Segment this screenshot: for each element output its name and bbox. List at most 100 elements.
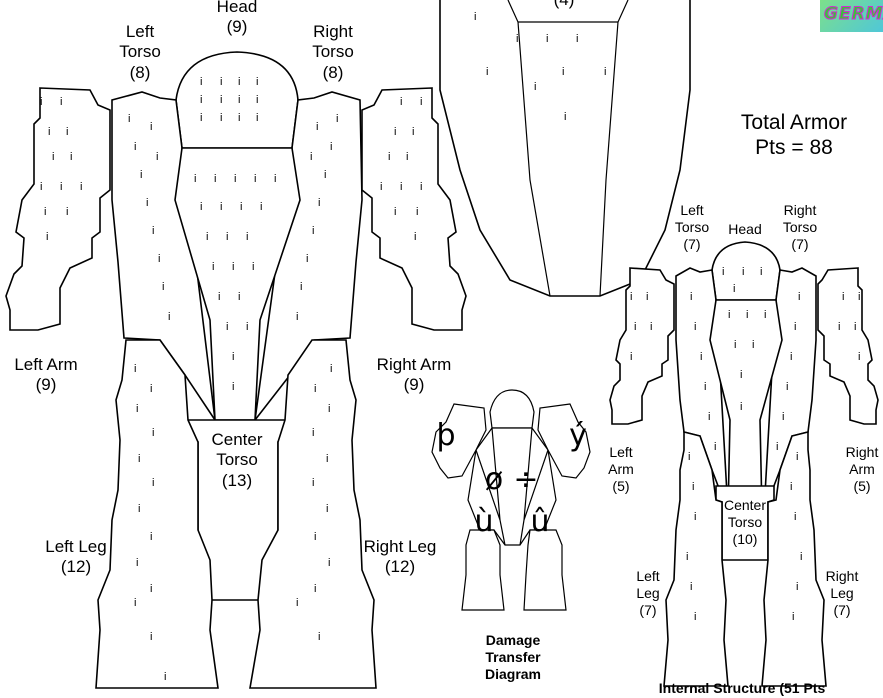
armor-pip[interactable]: i	[690, 581, 692, 593]
armor-pip[interactable]: i	[790, 481, 792, 493]
armor-pip[interactable]: i	[150, 631, 152, 643]
armor-pip[interactable]: i	[40, 96, 42, 108]
armor-pip[interactable]: i	[218, 291, 220, 303]
armor-pip[interactable]: i	[226, 231, 228, 243]
armor-pip[interactable]: i	[214, 173, 216, 185]
armor-pip[interactable]: i	[232, 381, 234, 393]
armor-pip[interactable]: i	[854, 321, 856, 333]
armor-pip[interactable]: i	[318, 631, 320, 643]
armor-pip[interactable]: i	[328, 403, 330, 415]
armor-pip[interactable]: i	[486, 66, 488, 78]
armor-pip[interactable]: i	[800, 551, 802, 563]
armor-pip[interactable]: i	[782, 411, 784, 423]
armor-pip[interactable]: i	[394, 206, 396, 218]
armor-pip[interactable]: i	[220, 112, 222, 124]
armor-pip[interactable]: i	[150, 583, 152, 595]
armor-pip[interactable]: i	[164, 671, 166, 683]
armor-pip[interactable]: i	[694, 611, 696, 623]
armor-pip[interactable]: i	[330, 363, 332, 375]
armor-pip[interactable]: i	[734, 339, 736, 351]
armor-pip[interactable]: i	[314, 383, 316, 395]
armor-pip[interactable]: i	[300, 281, 302, 293]
armor-pip[interactable]: i	[388, 151, 390, 163]
armor-pip[interactable]: i	[630, 291, 632, 303]
armor-pip[interactable]: i	[842, 291, 844, 303]
armor-pip[interactable]: i	[708, 411, 710, 423]
armor-pip[interactable]: i	[254, 173, 256, 185]
armor-pip[interactable]: i	[212, 261, 214, 273]
armor-pip[interactable]: i	[858, 291, 860, 303]
armor-pip[interactable]: i	[150, 383, 152, 395]
armor-pip[interactable]: i	[792, 611, 794, 623]
armor-pip[interactable]: i	[60, 96, 62, 108]
armor-pip[interactable]: i	[274, 173, 276, 185]
armor-pip[interactable]: i	[420, 96, 422, 108]
armor-pip[interactable]: i	[394, 126, 396, 138]
armor-pip[interactable]: i	[400, 96, 402, 108]
armor-pip[interactable]: i	[564, 111, 566, 123]
armor-pip[interactable]: i	[534, 81, 536, 93]
armor-pip[interactable]: i	[152, 427, 154, 439]
armor-pip[interactable]: i	[40, 181, 42, 193]
armor-pip[interactable]: i	[306, 253, 308, 265]
armor-pip[interactable]: i	[714, 441, 716, 453]
armor-pip[interactable]: i	[238, 94, 240, 106]
armor-pip[interactable]: i	[406, 151, 408, 163]
armor-pip[interactable]: i	[752, 339, 754, 351]
armor-pip[interactable]: i	[246, 321, 248, 333]
armor-pip[interactable]: i	[232, 351, 234, 363]
armor-pip[interactable]: i	[690, 291, 692, 303]
armor-pip[interactable]: i	[318, 197, 320, 209]
armor-pip[interactable]: i	[694, 511, 696, 523]
armor-pip[interactable]: i	[138, 503, 140, 515]
armor-pip[interactable]: i	[380, 181, 382, 193]
armor-pip[interactable]: i	[146, 197, 148, 209]
armor-pip[interactable]: i	[728, 309, 730, 321]
armor-pip[interactable]: i	[136, 403, 138, 415]
armor-pip[interactable]: i	[326, 453, 328, 465]
armor-pip[interactable]: i	[312, 225, 314, 237]
armor-pip[interactable]: i	[150, 531, 152, 543]
armor-pip[interactable]: i	[260, 201, 262, 213]
armor-pip[interactable]: i	[650, 321, 652, 333]
armor-pip[interactable]: i	[200, 201, 202, 213]
armor-pip[interactable]: i	[312, 427, 314, 439]
armor-pip[interactable]: i	[238, 76, 240, 88]
armor-pip[interactable]: i	[312, 477, 314, 489]
armor-pip[interactable]: i	[604, 66, 606, 78]
armor-pip[interactable]: i	[240, 201, 242, 213]
armor-pip[interactable]: i	[742, 266, 744, 278]
armor-pip[interactable]: i	[60, 181, 62, 193]
armor-pip[interactable]: i	[516, 33, 518, 45]
armor-pip[interactable]: i	[200, 112, 202, 124]
armor-pip[interactable]: i	[314, 583, 316, 595]
armor-pip[interactable]: i	[336, 113, 338, 125]
armor-pip[interactable]: i	[44, 206, 46, 218]
armor-pip[interactable]: i	[686, 551, 688, 563]
armor-pip[interactable]: i	[412, 126, 414, 138]
armor-pip[interactable]: i	[128, 113, 130, 125]
armor-pip[interactable]: i	[220, 76, 222, 88]
armor-pip[interactable]: i	[52, 151, 54, 163]
armor-pip[interactable]: i	[310, 151, 312, 163]
armor-pip[interactable]: i	[786, 381, 788, 393]
armor-pip[interactable]: i	[796, 451, 798, 463]
armor-pip[interactable]: i	[220, 201, 222, 213]
armor-pip[interactable]: i	[722, 266, 724, 278]
armor-pip[interactable]: i	[314, 531, 316, 543]
armor-pip[interactable]: i	[134, 597, 136, 609]
armor-pip[interactable]: i	[66, 126, 68, 138]
armor-pip[interactable]: i	[232, 261, 234, 273]
armor-pip[interactable]: i	[246, 231, 248, 243]
armor-pip[interactable]: i	[576, 33, 578, 45]
armor-pip[interactable]: i	[760, 266, 762, 278]
armor-pip[interactable]: i	[324, 169, 326, 181]
armor-pip[interactable]: i	[838, 321, 840, 333]
armor-pip[interactable]: i	[328, 557, 330, 569]
armor-pip[interactable]: i	[66, 206, 68, 218]
armor-pip[interactable]: i	[790, 351, 792, 363]
armor-pip[interactable]: i	[220, 94, 222, 106]
armor-pip[interactable]: i	[798, 291, 800, 303]
armor-pip[interactable]: i	[134, 141, 136, 153]
armor-pip[interactable]: i	[764, 309, 766, 321]
